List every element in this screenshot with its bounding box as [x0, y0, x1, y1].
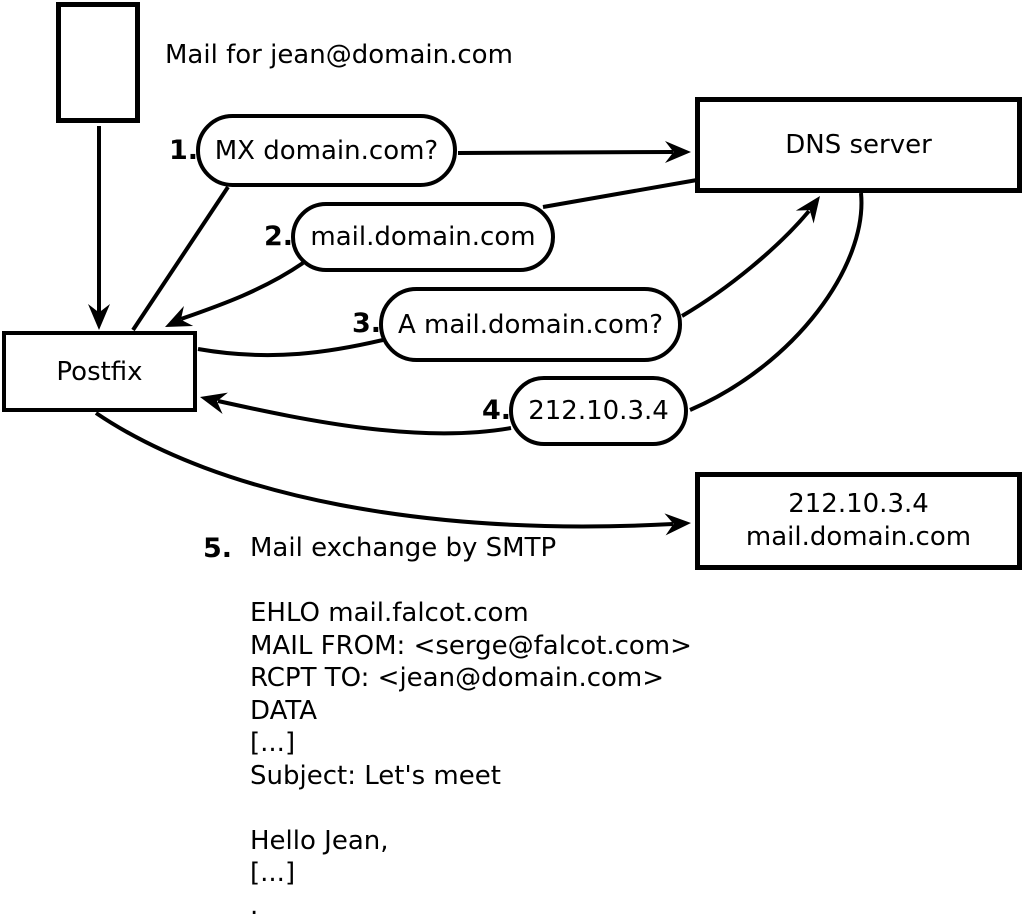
smtp-line: [...] [250, 728, 296, 758]
step4-number: 4. [481, 395, 511, 426]
arrowhead-into-dns-left [665, 141, 691, 163]
line-postfix-to-query-a [197, 338, 384, 358]
dns-server-node: DNS server [695, 97, 1022, 193]
postfix-node: Postfix [2, 331, 197, 412]
mail-caption: Mail for jean@domain.com [165, 40, 513, 70]
arrowhead-into-postfix-top [88, 304, 110, 330]
smtp-line: EHLO mail.falcot.com [250, 598, 529, 628]
line-query-a-to-dns [680, 209, 811, 318]
arrowhead-into-mailserver-left [664, 513, 691, 536]
line-reply-a-to-postfix [217, 399, 512, 436]
step1-query-pill: MX domain.com? [196, 114, 457, 187]
mail-envelope-icon [56, 2, 140, 123]
smtp-line: Subject: Let's meet [250, 760, 501, 791]
step2-number: 2. [263, 221, 293, 252]
mail-server-host: mail.domain.com [745, 522, 972, 552]
line-query-mx-to-dns [457, 150, 674, 155]
line-dns-to-reply-mx [542, 178, 698, 209]
smtp-line: DATA [250, 695, 317, 726]
smtp-line: RCPT TO: <jean@domain.com> [250, 663, 665, 693]
line-postfix-to-query-mx [131, 185, 230, 332]
arrowhead-into-postfix-right [200, 392, 228, 414]
mail-server-ip: 212.10.3.4 [788, 489, 929, 519]
smtp-session-transcript: EHLO mail.falcot.com MAIL FROM: <serge@f… [250, 597, 692, 919]
step4-reply-pill: 212.10.3.4 [509, 376, 688, 446]
smtp-line: MAIL FROM: <serge@falcot.com> [250, 630, 692, 661]
step1-number: 1. [168, 135, 198, 166]
step3-query-pill: A mail.domain.com? [379, 287, 682, 362]
smtp-line: Hello Jean, [250, 825, 389, 856]
arrowhead-into-postfix-topright [165, 306, 194, 327]
line-dns-to-reply-a [689, 192, 864, 412]
step5-number: 5. [202, 533, 232, 564]
smtp-line: . [250, 890, 259, 919]
mail-server-node: 212.10.3.4 mail.domain.com [695, 472, 1022, 570]
step3-number: 3. [351, 308, 381, 339]
smtp-line-blank [250, 792, 692, 825]
arrowhead-into-dns-bottom [795, 196, 820, 224]
line-postfix-to-mailserver [94, 411, 674, 529]
line-reply-mx-to-postfix [180, 261, 305, 321]
smtp-line: [...] [250, 858, 296, 888]
step2-reply-pill: mail.domain.com [291, 202, 555, 272]
step5-label: Mail exchange by SMTP [250, 533, 557, 563]
